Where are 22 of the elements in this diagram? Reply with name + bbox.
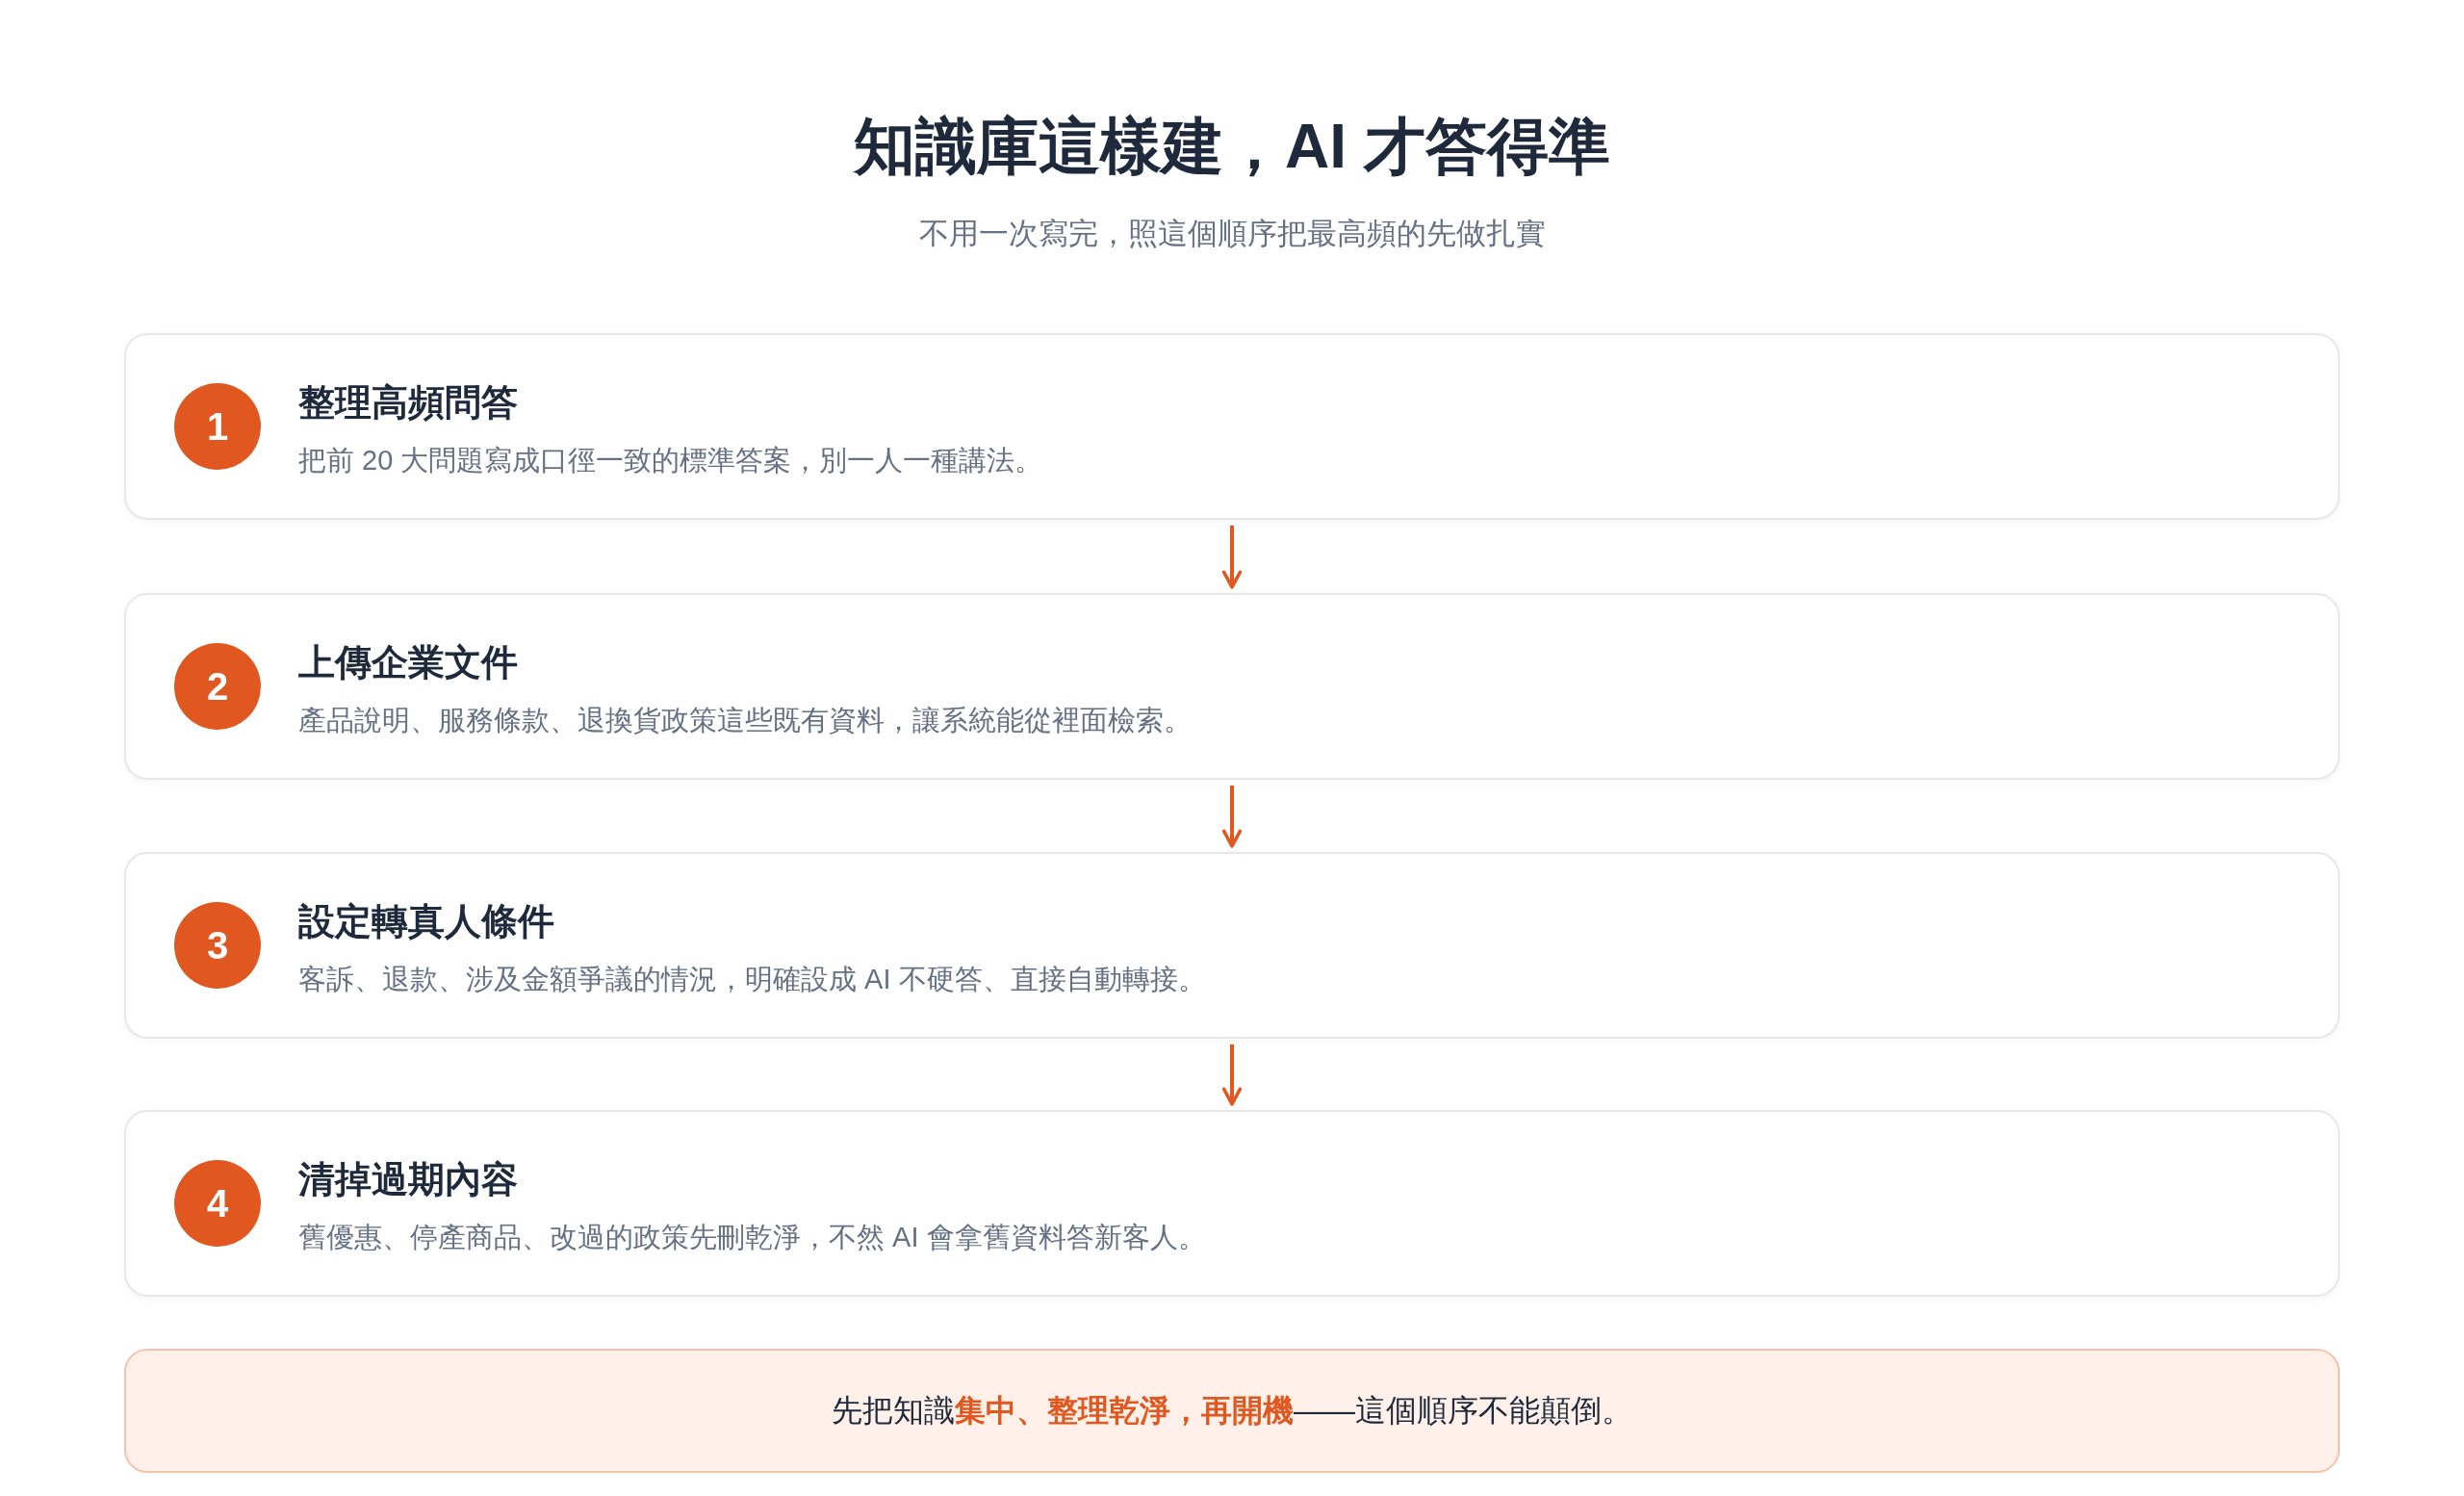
arrow xyxy=(1221,786,1243,848)
step-card xyxy=(124,333,2340,520)
step-title: 整理高頻問答 xyxy=(298,381,518,425)
step-title: 清掉過期內容 xyxy=(298,1158,518,1201)
step-description: 把前 20 大問題寫成口徑一致的標準答案，別一人一種講法。 xyxy=(298,444,1043,477)
title: 知識庫這樣建，AI 才答得準 xyxy=(852,111,1611,183)
number-circle: 2 xyxy=(174,643,261,730)
step-card xyxy=(124,593,2340,780)
step-card xyxy=(124,852,2340,1039)
subtitle: 不用一次寫完，照這個順序把最高頻的先做扎實 xyxy=(917,216,1547,252)
number-circle: 1 xyxy=(174,383,261,470)
step-title: 設定轉真人條件 xyxy=(298,900,554,943)
step-description: 客訴、退款、涉及金額爭議的情況，明確設成 AI 不硬答、直接自動轉接。 xyxy=(298,963,1206,996)
step-card xyxy=(124,1110,2340,1297)
note-banner: 先把知識集中、整理乾淨，再開機——這個順序不能顛倒。 xyxy=(124,1349,2340,1473)
arrow xyxy=(1221,1045,1243,1106)
arrow xyxy=(1221,526,1243,589)
number-circle: 4 xyxy=(174,1160,261,1247)
step-description: 產品說明、服務條款、退換貨政策這些既有資料，讓系統能從裡面檢索。 xyxy=(298,704,1192,737)
number-circle: 3 xyxy=(174,902,261,989)
step-title: 上傳企業文件 xyxy=(298,641,518,684)
step-description: 舊優惠、停產商品、改過的政策先刪乾淨，不然 AI 會拿舊資料答新客人。 xyxy=(298,1221,1206,1254)
